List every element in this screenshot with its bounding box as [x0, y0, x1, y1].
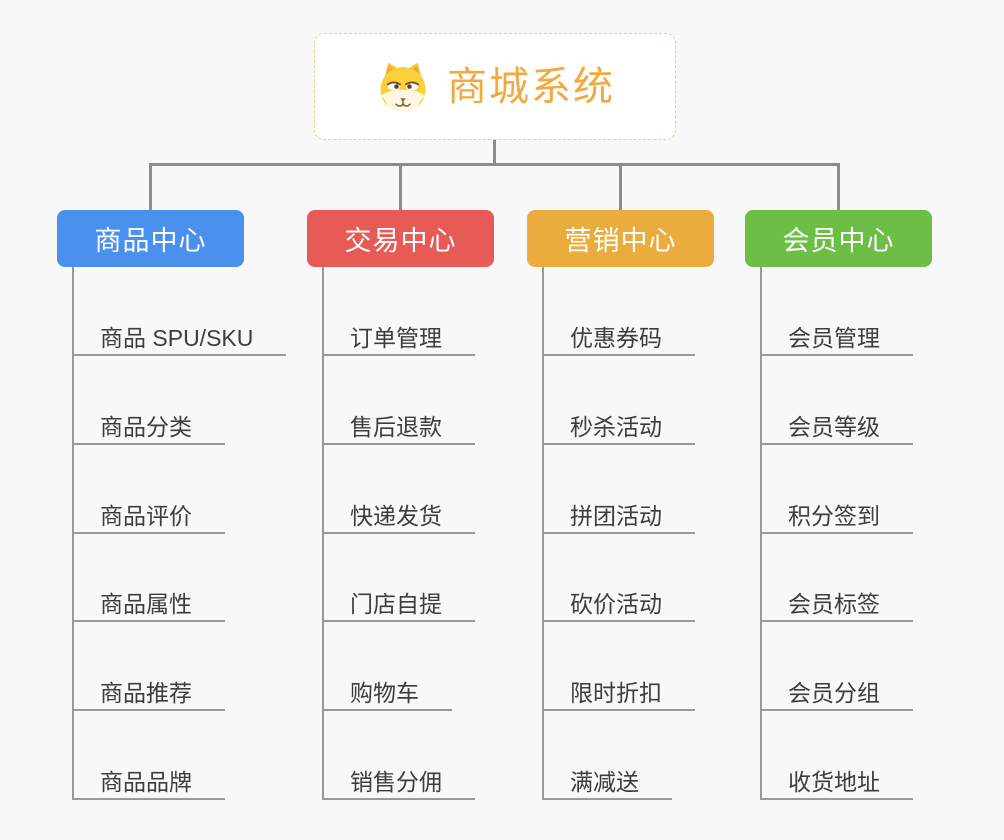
- leaf-node[interactable]: 快递发货: [322, 500, 475, 534]
- leaf-node[interactable]: 销售分佣: [322, 766, 475, 800]
- leaf-node[interactable]: 会员分组: [760, 677, 913, 711]
- leaf-node[interactable]: 商品 SPU/SKU: [72, 322, 287, 356]
- root-node-label: 商城系统: [447, 64, 615, 109]
- leaf-node[interactable]: 优惠券码: [542, 322, 695, 356]
- leaf-node[interactable]: 商品品牌: [72, 766, 225, 800]
- connector-drop-trade: [399, 166, 402, 210]
- leaf-node[interactable]: 收货地址: [760, 766, 913, 800]
- leaf-node[interactable]: 商品分类: [72, 411, 225, 445]
- connector-horizontal-bus: [149, 163, 840, 166]
- branch-node-member-center[interactable]: 会员中心: [745, 210, 932, 267]
- leaf-node[interactable]: 积分签到: [760, 500, 913, 534]
- leaf-node[interactable]: 会员等级: [760, 411, 913, 445]
- connector-root-stub: [493, 140, 496, 163]
- leaf-node[interactable]: 限时折扣: [542, 677, 695, 711]
- connector-drop-product: [149, 166, 152, 210]
- branch-label: 交易中心: [344, 226, 457, 256]
- leaf-node[interactable]: 满减送: [542, 766, 672, 800]
- leaf-node[interactable]: 砍价活动: [542, 588, 695, 622]
- branch-label: 营销中心: [564, 226, 677, 256]
- leaf-node[interactable]: 秒杀活动: [542, 411, 695, 445]
- leaf-node[interactable]: 会员标签: [760, 588, 913, 622]
- root-node-mall-system[interactable]: 商城系统: [314, 33, 676, 140]
- leaf-node[interactable]: 拼团活动: [542, 500, 695, 534]
- branch-node-product-center[interactable]: 商品中心: [57, 210, 244, 267]
- dog-face-icon: [380, 62, 426, 112]
- leaf-node[interactable]: 商品推荐: [72, 677, 225, 711]
- leaf-node[interactable]: 订单管理: [322, 322, 475, 356]
- branch-label: 商品中心: [94, 226, 207, 256]
- branch-node-trade-center[interactable]: 交易中心: [307, 210, 494, 267]
- leaf-node[interactable]: 会员管理: [760, 322, 913, 356]
- connector-drop-member: [837, 166, 840, 210]
- leaf-node[interactable]: 商品属性: [72, 588, 225, 622]
- leaf-node[interactable]: 门店自提: [322, 588, 475, 622]
- leaf-node[interactable]: 购物车: [322, 677, 452, 711]
- leaf-node[interactable]: 商品评价: [72, 500, 225, 534]
- connector-drop-marketing: [619, 166, 622, 210]
- branch-label: 会员中心: [782, 226, 895, 256]
- leaf-node[interactable]: 售后退款: [322, 411, 475, 445]
- branch-node-marketing-center[interactable]: 营销中心: [527, 210, 714, 267]
